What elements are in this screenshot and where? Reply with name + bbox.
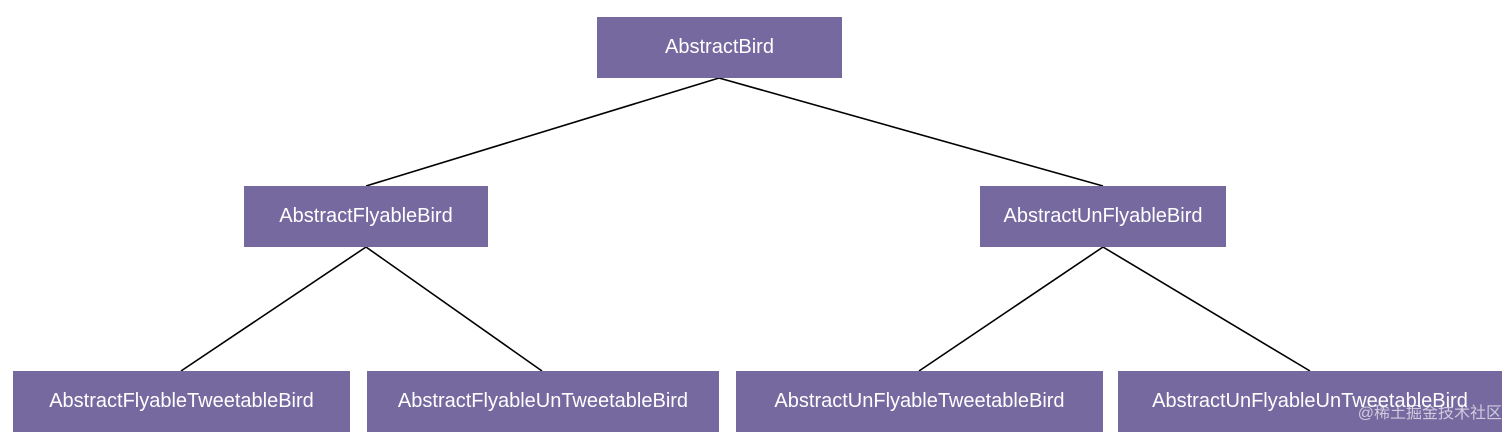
edge-unflyable-to-unflyable-untweetable [1102,246,1311,372]
node-abstract-unflyable-untweetable-bird: AbstractUnFlyableUnTweetableBird [1118,371,1502,432]
node-abstract-unflyable-bird: AbstractUnFlyableBird [980,186,1226,247]
node-abstract-flyable-bird: AbstractFlyableBird [244,186,488,247]
node-label: AbstractFlyableBird [279,205,453,227]
node-abstract-flyable-tweetable-bird: AbstractFlyableTweetableBird [13,371,350,432]
node-label: AbstractFlyableUnTweetableBird [397,390,689,412]
node-label: AbstractBird [665,36,774,58]
node-label: AbstractUnFlyableUnTweetableBird [1152,390,1468,412]
edge-unflyable-to-unflyable-tweetable [918,246,1104,372]
watermark-text: @稀土掘金技术社区 [1357,405,1502,422]
node-label: AbstractUnFlyableBird [1003,205,1203,227]
node-label: AbstractUnFlyableTweetableBird [774,390,1065,412]
node-abstract-flyable-untweetable-bird: AbstractFlyableUnTweetableBird [367,371,719,432]
node-abstract-bird: AbstractBird [597,17,842,78]
edge-root-to-unflyable [718,77,1104,187]
edge-flyable-to-flyable-untweetable [365,246,543,372]
node-label: AbstractFlyableTweetableBird [49,390,314,412]
edge-root-to-flyable [365,77,720,187]
node-abstract-unflyable-tweetable-bird: AbstractUnFlyableTweetableBird [736,371,1103,432]
edge-flyable-to-flyable-tweetable [180,246,367,372]
